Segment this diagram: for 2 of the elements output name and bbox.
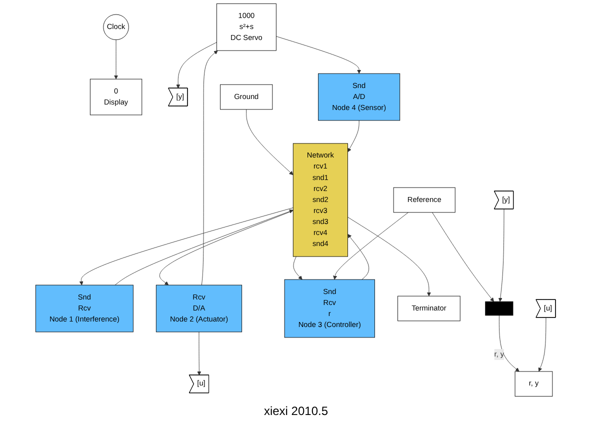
note-text: xiexi 2010.5 — [264, 404, 328, 418]
node-bar — [486, 301, 514, 316]
